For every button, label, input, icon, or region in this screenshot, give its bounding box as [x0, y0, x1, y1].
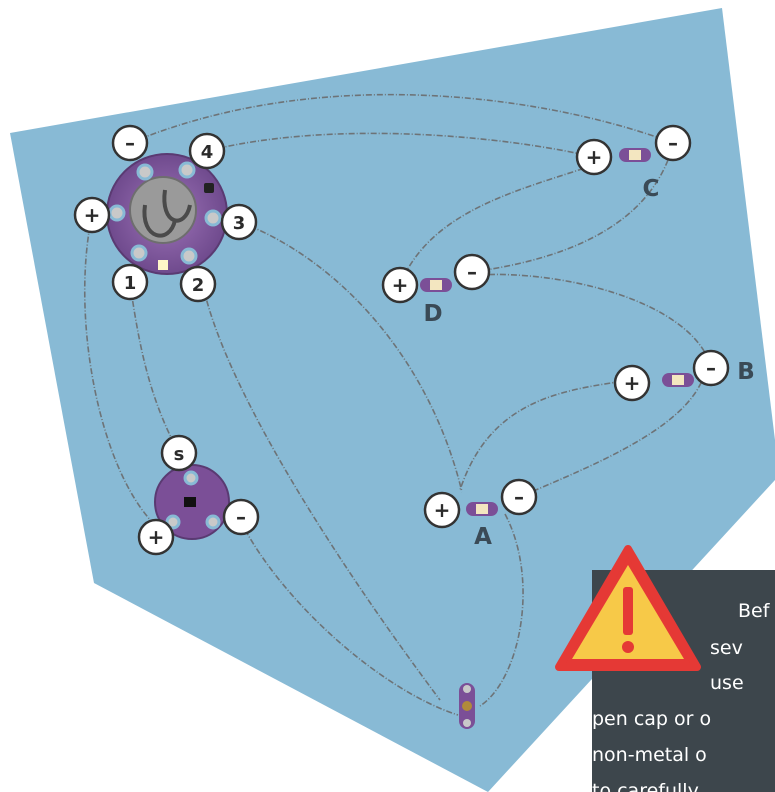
thread-3-to-A [239, 221, 463, 493]
sensor-pin-plus: + [137, 518, 175, 556]
board-pin-4-label: 4 [201, 142, 214, 163]
board-pin-3-label: 3 [233, 213, 246, 234]
led-C-minus: – [654, 124, 692, 162]
led-D-letter: D [423, 301, 442, 327]
led-C-minus-label: – [668, 131, 678, 155]
thread-2-to-bottom-led [203, 289, 441, 701]
thread-D-minus-to-B-minus [477, 273, 712, 367]
thread-C-plus-to-D-plus [399, 164, 595, 286]
led-D-plus: + [381, 266, 419, 304]
warning-line-6: to carefully [592, 780, 699, 792]
board-pin-2-label: 2 [192, 275, 205, 296]
board-pin-plus: + [73, 196, 111, 234]
thread-4-to-C-plus [206, 132, 595, 158]
led-A-plus-label: + [434, 498, 451, 522]
led-A-plus: + [423, 491, 461, 529]
led-D [420, 278, 452, 292]
led-C-letter: C [643, 176, 660, 202]
sensor-pin-s: s [160, 434, 198, 472]
led-C [619, 148, 651, 162]
led-B-plus: + [613, 364, 651, 402]
board-pin-minus-label: – [125, 131, 135, 155]
thread-C-minus-to-D-minus [471, 159, 669, 273]
sensor-pin-minus: – [222, 498, 260, 536]
sensor-pin-s-label: s [174, 444, 185, 465]
led-pin-labels: + – + – + – + – [381, 124, 730, 529]
sensor-chip [184, 497, 196, 507]
led-D-minus-label: – [467, 260, 477, 284]
board-pin-minus: – [111, 124, 149, 162]
thread-B-minus-to-A-minus [519, 371, 706, 498]
warning-icon [555, 545, 701, 671]
sensor-pin-plus-label: + [148, 525, 165, 549]
thread-minus-to-C [129, 93, 674, 144]
warning-line-4: pen cap or o [592, 708, 712, 730]
board-pin-2: 2 [179, 265, 217, 303]
board-pin-1-label: 1 [124, 273, 137, 294]
board-pin-4: 4 [188, 132, 226, 170]
led-C-plus-label: + [586, 145, 603, 169]
led-A [466, 502, 498, 516]
led-bottom [459, 683, 475, 729]
thread-lines [83, 93, 712, 716]
thread-B-plus-to-A [459, 379, 633, 491]
board-pin-labels: – 4 + 3 1 2 [73, 124, 258, 303]
sensor-pin-labels: s + – [137, 434, 260, 556]
thread-sensor-minus-to-bottom-led [239, 519, 459, 716]
led-B-letter: B [737, 359, 755, 385]
sensor-pin-minus-label: – [236, 505, 246, 529]
led-A-minus: – [500, 478, 538, 516]
led-B [662, 373, 694, 387]
thread-A-to-bottom-led [479, 513, 524, 707]
board-pin-3: 3 [220, 203, 258, 241]
battery-holder [129, 176, 197, 244]
led-B-minus: – [692, 349, 730, 387]
led-B-minus-label: – [706, 356, 716, 380]
led-A-letter: A [474, 524, 492, 550]
warning-line-2: sev [710, 637, 743, 659]
warning-line-5: non-metal o [592, 744, 707, 766]
led-D-plus-label: + [392, 273, 409, 297]
led-A-minus-label: – [514, 485, 524, 509]
main-board [106, 153, 228, 275]
led-C-plus: + [575, 138, 613, 176]
light-sensor [154, 464, 230, 540]
led-B-plus-label: + [624, 371, 641, 395]
thread-1-to-sensor-s [130, 289, 181, 456]
board-pin-1: 1 [111, 263, 149, 301]
warning-line-1: Bef [738, 600, 770, 622]
board-light-icon [158, 260, 168, 270]
warning-line-3: use [710, 672, 744, 694]
board-pin-plus-label: + [84, 203, 101, 227]
led-D-minus: – [453, 253, 491, 291]
